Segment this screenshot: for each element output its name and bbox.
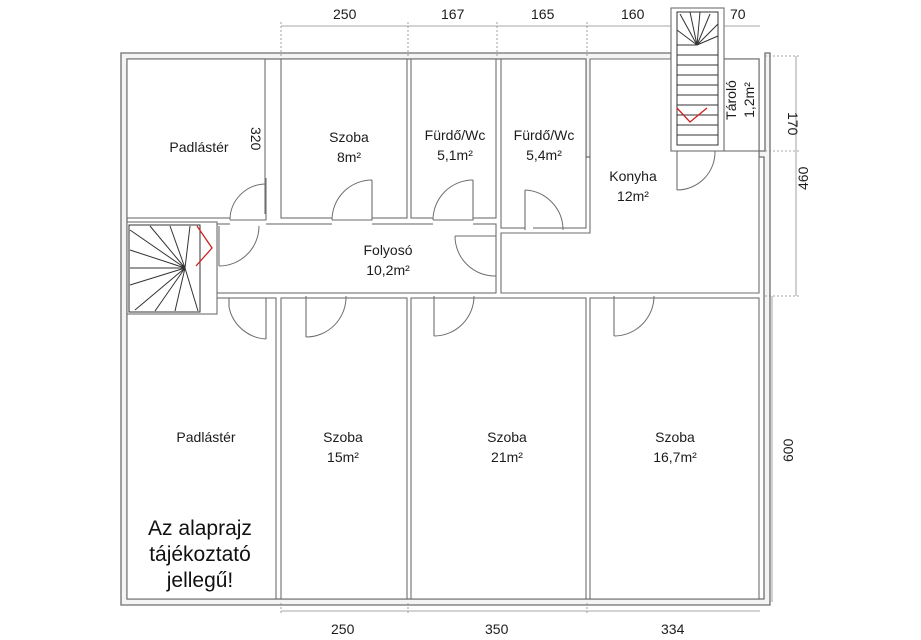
dim-right-170: 170 <box>785 112 801 136</box>
room-16-7-area <box>589 297 760 600</box>
room-8-area-text: 8m² <box>337 149 361 165</box>
room-15-area-text: 15m² <box>327 449 359 465</box>
staircase-top <box>670 7 725 152</box>
staircase-left <box>126 221 218 315</box>
room-21-area <box>410 297 587 600</box>
bath-1-area <box>410 58 497 219</box>
room-15-label: Szoba <box>323 429 363 445</box>
hallway-label: Folyosó <box>363 242 412 258</box>
room-16-7-label: Szoba <box>655 429 695 445</box>
attic-top-area <box>126 58 266 219</box>
room-21-label: Szoba <box>487 429 527 445</box>
bath-2-label: Fürdő/Wc <box>514 127 575 143</box>
hallway-area <box>216 223 497 294</box>
interior-walls <box>126 58 760 600</box>
attic-top-label: Padlástér <box>169 139 228 155</box>
dimension-lines <box>280 22 799 614</box>
note-line-3: jellegű! <box>166 569 234 592</box>
note-line-1: Az alaprajz <box>148 517 252 540</box>
dim-right-460: 460 <box>795 166 811 190</box>
dim-top-167: 167 <box>441 6 465 22</box>
attic-bottom-area <box>126 297 277 600</box>
bath-1-label: Fürdő/Wc <box>425 127 486 143</box>
storage-label: Tároló <box>723 80 739 120</box>
dim-right-600: 600 <box>780 438 796 462</box>
room-8-label: Szoba <box>329 129 369 145</box>
kitchen-area-text: 12m² <box>617 188 649 204</box>
dim-top-165: 165 <box>531 6 555 22</box>
room-16-7-area-text: 16,7m² <box>653 449 697 465</box>
bath-2-area <box>500 58 587 229</box>
note-line-2: tájékoztató <box>149 543 251 566</box>
storage-area-text: 1,2m² <box>741 82 757 118</box>
bath-2-area-text: 5,4m² <box>526 147 562 163</box>
dim-top-250: 250 <box>333 6 357 22</box>
room-21-area-text: 21m² <box>491 449 523 465</box>
dim-top-160: 160 <box>621 6 645 22</box>
dim-bottom-350: 350 <box>485 621 509 637</box>
doors <box>218 150 716 340</box>
kitchen-label: Konyha <box>609 168 657 184</box>
room-15-area <box>280 297 408 600</box>
dim-inner-320: 320 <box>248 127 264 151</box>
dim-bottom-334: 334 <box>661 621 685 637</box>
attic-bottom-label: Padlástér <box>176 429 235 445</box>
dim-top-70: 70 <box>730 6 746 22</box>
hallway-area-text: 10,2m² <box>366 262 410 278</box>
bath-1-area-text: 5,1m² <box>437 147 473 163</box>
dim-bottom-250: 250 <box>331 621 355 637</box>
